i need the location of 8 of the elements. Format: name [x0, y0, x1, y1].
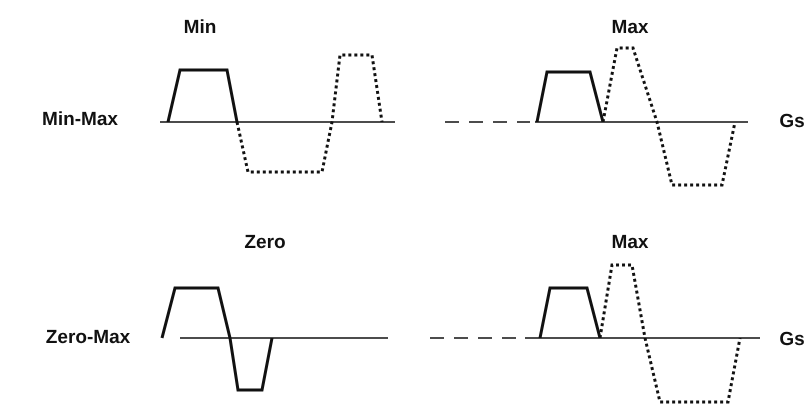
axis-label: Max — [612, 17, 648, 39]
axis-label: Zero-Max — [46, 327, 130, 349]
axis-label: Min — [184, 17, 216, 39]
axis-label: Min-Max — [42, 109, 118, 131]
axis-label: Zero — [244, 232, 286, 254]
axis-label: Max — [612, 232, 648, 254]
axis-label: Gs — [779, 111, 805, 133]
axis-label: Gs — [779, 329, 805, 351]
